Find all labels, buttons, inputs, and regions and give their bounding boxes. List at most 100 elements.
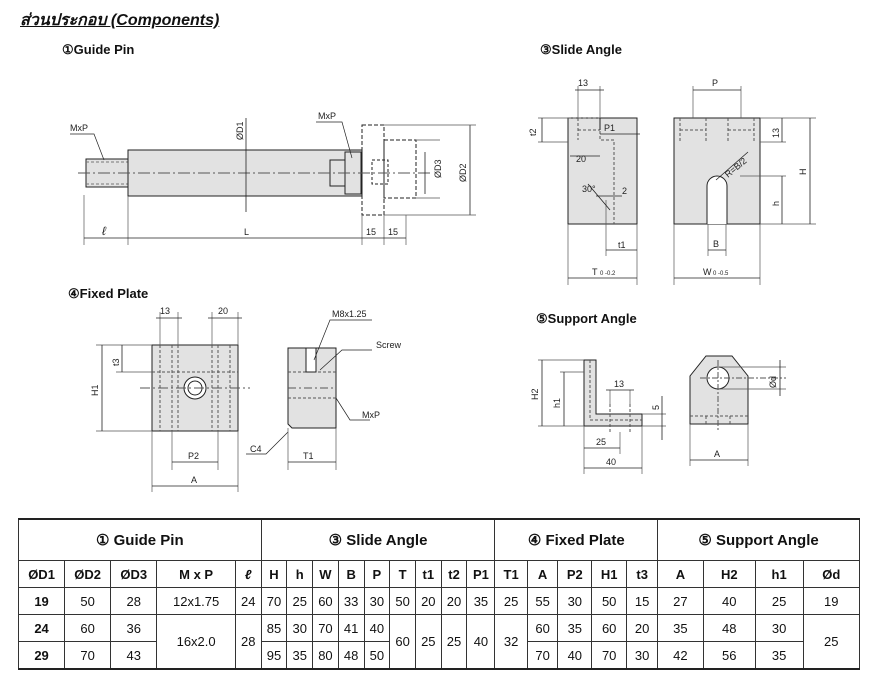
header-cell: T1 — [494, 560, 528, 588]
guide-pin-drawing — [70, 118, 476, 245]
header-cell: P2 — [557, 560, 593, 588]
table-cell: 36 — [110, 614, 158, 642]
gp-od2-label: ØD2 — [458, 163, 468, 182]
fp-screw-label: Screw — [376, 340, 402, 350]
sa-20-label: 20 — [576, 154, 586, 164]
table-cell: 60 — [591, 614, 628, 642]
sa-30-label: 30° — [582, 184, 596, 194]
table-cell: 40 — [557, 641, 593, 670]
table-cell: 15 — [626, 587, 659, 615]
header-cell: ØD3 — [110, 560, 158, 588]
sa-2-label: 2 — [622, 186, 627, 196]
table-cell: 50 — [363, 641, 391, 670]
table-cell: 28 — [110, 587, 158, 615]
sa-p1-label: P1 — [604, 123, 615, 133]
slide-angle-drawing — [538, 86, 816, 285]
sa-W-tolerance: 0 -0.5 — [713, 271, 729, 277]
fp-mxp-label: MxP — [362, 410, 380, 420]
table-cell: 48 — [702, 614, 756, 642]
sp-13-label: 13 — [614, 379, 624, 389]
table-cell: 32 — [494, 614, 528, 670]
sa-P-label: P — [712, 78, 718, 88]
group-guide-pin: ① Guide Pin — [18, 518, 262, 561]
table-cell: 12x1.75 — [156, 587, 236, 615]
gp-L-label: L — [244, 227, 249, 237]
fixed-plate-drawing — [96, 312, 372, 492]
gp-15b-label: 15 — [388, 227, 398, 237]
table-cell: 20 — [626, 614, 659, 642]
table-cell: 60 — [389, 614, 416, 670]
header-cell: h1 — [754, 560, 804, 588]
table-cell: 35 — [557, 614, 593, 642]
sa-t1-label: t1 — [618, 240, 626, 250]
table-cell: 24 — [17, 614, 66, 642]
fp-13-label: 13 — [160, 306, 170, 316]
table-cell: 43 — [110, 641, 158, 670]
gp-mxp-left-label: MxP — [70, 123, 88, 133]
table-cell: 29 — [17, 641, 66, 670]
header-cell: ØD1 — [17, 560, 66, 588]
header-cell: Ød — [802, 560, 861, 588]
header-cell: H2 — [702, 560, 756, 588]
table-cell: 56 — [702, 641, 756, 670]
table-cell: 60 — [526, 614, 559, 642]
header-cell: H1 — [591, 560, 628, 588]
header-cell: A — [526, 560, 559, 588]
fp-c4-label: C4 — [250, 444, 262, 454]
section-title-support-angle: ⑤Support Angle — [536, 311, 637, 326]
table-cell: 30 — [286, 614, 314, 642]
fp-m8-label: M8x1.25 — [332, 309, 367, 319]
technical-drawings: MxP MxP ØD1 ØD3 ØD2 ℓ L 15 15 — [70, 78, 816, 492]
header-cell: H — [260, 560, 288, 588]
page-title: ส่วนประกอบ (Components) — [20, 12, 220, 29]
sp-od-label: Ød — [768, 376, 778, 388]
section-title-fixed-plate: ④Fixed Plate — [68, 286, 149, 301]
table-cell: 30 — [557, 587, 593, 615]
table-cell: 35 — [754, 641, 804, 670]
sa-13-label: 13 — [578, 78, 588, 88]
gp-l-label: ℓ — [102, 224, 107, 238]
sa-13b-label: 13 — [771, 128, 781, 138]
support-angle-drawing — [538, 355, 786, 474]
table-cell: 20 — [414, 587, 442, 615]
table-cell: 28 — [234, 614, 262, 670]
table-cell: 35 — [657, 614, 704, 642]
table-cell: 27 — [657, 587, 704, 615]
group-support-angle: ⑤ Support Angle — [657, 518, 860, 561]
header-cell: P1 — [466, 560, 496, 588]
sa-W-label: W — [703, 267, 712, 277]
table-cell: 25 — [414, 614, 442, 670]
table-cell: 60 — [312, 587, 339, 615]
fp-20-label: 20 — [218, 306, 228, 316]
fp-A-label: A — [191, 475, 197, 485]
fp-T1-label: T1 — [303, 451, 314, 461]
table-cell: 50 — [64, 587, 112, 615]
table-cell: 40 — [363, 614, 391, 642]
table-cell: 24 — [234, 587, 262, 615]
table-row: 24 60 36 16x2.0 28 85 30 70 41 40 60 25 … — [17, 614, 861, 670]
sa-t2-label: t2 — [528, 128, 538, 136]
header-cell: h — [286, 560, 314, 588]
sp-25-label: 25 — [596, 437, 606, 447]
table-cell: 35 — [466, 587, 496, 615]
table-cell: 30 — [363, 587, 391, 615]
sa-T-label: T — [592, 267, 598, 277]
header-cell: M x P — [156, 560, 236, 588]
gp-15a-label: 15 — [366, 227, 376, 237]
sp-H2-label: H2 — [530, 388, 540, 400]
section-title-guide-pin: ①Guide Pin — [62, 42, 135, 57]
table-cell: 25 — [286, 587, 314, 615]
header-cell: t2 — [440, 560, 468, 588]
sa-h-label: h — [771, 201, 781, 206]
sa-H-label: H — [798, 169, 808, 176]
header-cell: t1 — [414, 560, 442, 588]
gp-od1-label: ØD1 — [235, 121, 245, 140]
table-cell: 30 — [626, 641, 659, 670]
table-cell: 25 — [754, 587, 804, 615]
sp-A-label: A — [714, 449, 720, 459]
table-row: 19 50 28 12x1.75 24 70 25 60 33 30 50 20… — [17, 587, 861, 615]
header-cell: B — [337, 560, 365, 588]
table-cell: 25 — [802, 614, 861, 670]
header-cell: ℓ — [234, 560, 262, 588]
table-cell: 20 — [440, 587, 468, 615]
